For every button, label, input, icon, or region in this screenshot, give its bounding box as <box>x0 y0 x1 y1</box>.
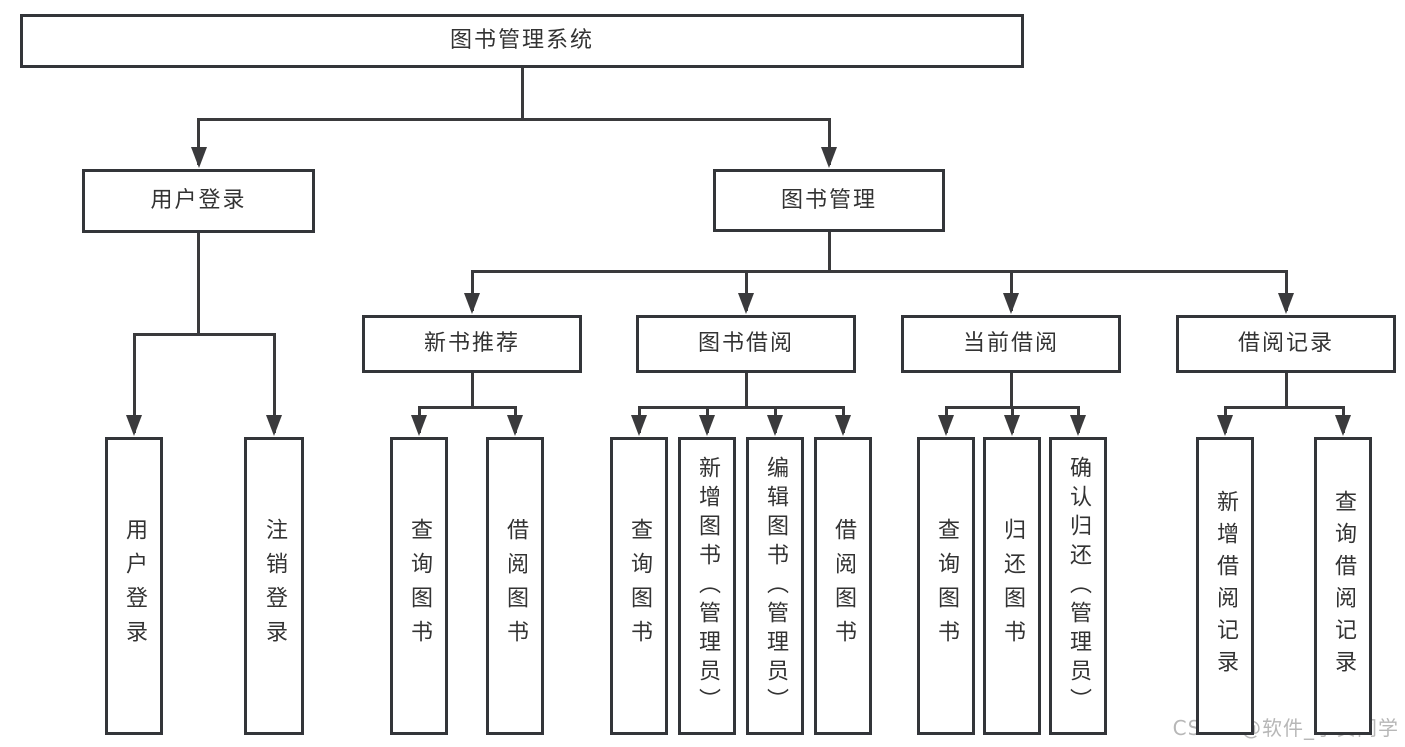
arrowhead-down-cb-query-books <box>938 415 954 436</box>
connector-rail-user-login <box>132 332 276 336</box>
connector-stem-borrow-records <box>1284 373 1288 407</box>
node-br-query-record: 查询借阅记录 <box>1314 437 1372 735</box>
arrowhead-down-rec-borrow-books <box>507 415 523 436</box>
arrowhead-down-bb-edit-books <box>767 415 783 436</box>
connector-rail-root <box>197 117 831 121</box>
arrowhead-down-logout-action <box>266 415 282 436</box>
node-label-root: 图书管理系统 <box>449 28 594 53</box>
node-user-login: 用户登录 <box>82 169 315 233</box>
arrowhead-down-cb-return-books <box>1004 415 1020 436</box>
node-label-borrow-records: 借阅记录 <box>1237 331 1334 356</box>
node-br-add-record: 新增借阅记录 <box>1196 437 1254 735</box>
arrowhead-down-new-book-rec <box>464 293 480 314</box>
connector-drop-new-book-rec <box>470 271 474 311</box>
node-label-br-add-record: 新增借阅记录 <box>1213 490 1238 682</box>
arrowhead-down-bb-borrow-books <box>835 415 851 436</box>
connector-stem-current-borrow <box>1009 373 1013 407</box>
connector-rail-borrow-records <box>1223 405 1345 409</box>
node-label-bb-borrow-books: 借阅图书 <box>831 518 856 654</box>
node-label-login-action: 用户登录 <box>122 518 147 654</box>
node-label-cb-confirm-return: 确认归还（管理员） <box>1066 455 1091 717</box>
arrowhead-down-user-login <box>190 147 207 168</box>
arrowhead-down-rec-query-books <box>411 415 427 436</box>
node-label-rec-query-books: 查询图书 <box>407 518 432 654</box>
connector-drop-logout-action <box>272 334 276 433</box>
connector-rail-book-borrow <box>637 405 845 409</box>
arrowhead-down-borrow-records <box>1278 293 1294 314</box>
node-bb-borrow-books: 借阅图书 <box>814 437 872 735</box>
node-label-br-query-record: 查询借阅记录 <box>1331 490 1356 682</box>
arrowhead-down-current-borrow <box>1003 293 1019 314</box>
connector-drop-borrow-records <box>1284 271 1288 311</box>
node-bb-add-books: 新增图书（管理员） <box>678 437 736 735</box>
node-label-bb-query-books: 查询图书 <box>627 518 652 654</box>
arrowhead-down-bb-query-books <box>631 415 647 436</box>
node-label-bb-edit-books: 编辑图书（管理员） <box>763 455 788 717</box>
connector-stem-root <box>520 68 524 119</box>
arrowhead-down-bb-add-books <box>699 415 715 436</box>
node-label-cb-query-books: 查询图书 <box>934 518 959 654</box>
node-root: 图书管理系统 <box>20 14 1024 68</box>
node-borrow-records: 借阅记录 <box>1176 315 1396 373</box>
node-label-book-mgmt: 图书管理 <box>780 187 877 213</box>
connector-rail-new-book-rec <box>417 405 517 409</box>
node-rec-borrow-books: 借阅图书 <box>486 437 544 735</box>
node-logout-action: 注销登录 <box>244 437 304 735</box>
node-book-borrow: 图书借阅 <box>636 315 856 373</box>
node-bb-query-books: 查询图书 <box>610 437 668 735</box>
node-bb-edit-books: 编辑图书（管理员） <box>746 437 804 735</box>
connector-stem-new-book-rec <box>470 373 474 407</box>
connector-drop-book-mgmt <box>827 119 831 165</box>
node-login-action: 用户登录 <box>105 437 163 735</box>
connector-stem-book-mgmt <box>827 232 831 271</box>
arrowhead-down-cb-confirm-return <box>1070 415 1086 436</box>
connector-rail-book-mgmt <box>470 269 1288 273</box>
connector-drop-book-borrow <box>744 271 748 311</box>
arrowhead-down-book-mgmt <box>821 147 837 168</box>
node-label-user-login: 用户登录 <box>150 188 247 213</box>
connector-stem-book-borrow <box>744 373 748 407</box>
node-cb-query-books: 查询图书 <box>917 437 975 735</box>
connector-stem-user-login <box>197 233 200 334</box>
arrowhead-down-book-borrow <box>738 293 754 314</box>
node-label-new-book-rec: 新书推荐 <box>423 331 520 356</box>
node-label-bb-add-books: 新增图书（管理员） <box>695 455 720 717</box>
node-label-rec-borrow-books: 借阅图书 <box>503 518 528 654</box>
node-label-book-borrow: 图书借阅 <box>697 331 794 356</box>
connector-drop-user-login <box>197 119 200 165</box>
node-current-borrow: 当前借阅 <box>901 315 1121 373</box>
connector-drop-current-borrow <box>1009 271 1013 311</box>
node-label-logout-action: 注销登录 <box>262 518 287 654</box>
arrowhead-down-br-query-record <box>1335 415 1351 436</box>
node-label-cb-return-books: 归还图书 <box>1000 518 1025 654</box>
node-cb-return-books: 归还图书 <box>983 437 1041 735</box>
node-new-book-rec: 新书推荐 <box>362 315 582 373</box>
node-label-current-borrow: 当前借阅 <box>962 331 1059 356</box>
arrowhead-down-login-action <box>126 415 142 436</box>
arrowhead-down-br-add-record <box>1217 415 1233 436</box>
connector-drop-login-action <box>132 334 136 433</box>
node-cb-confirm-return: 确认归还（管理员） <box>1049 437 1107 735</box>
node-rec-query-books: 查询图书 <box>390 437 448 735</box>
node-book-mgmt: 图书管理 <box>713 169 945 232</box>
